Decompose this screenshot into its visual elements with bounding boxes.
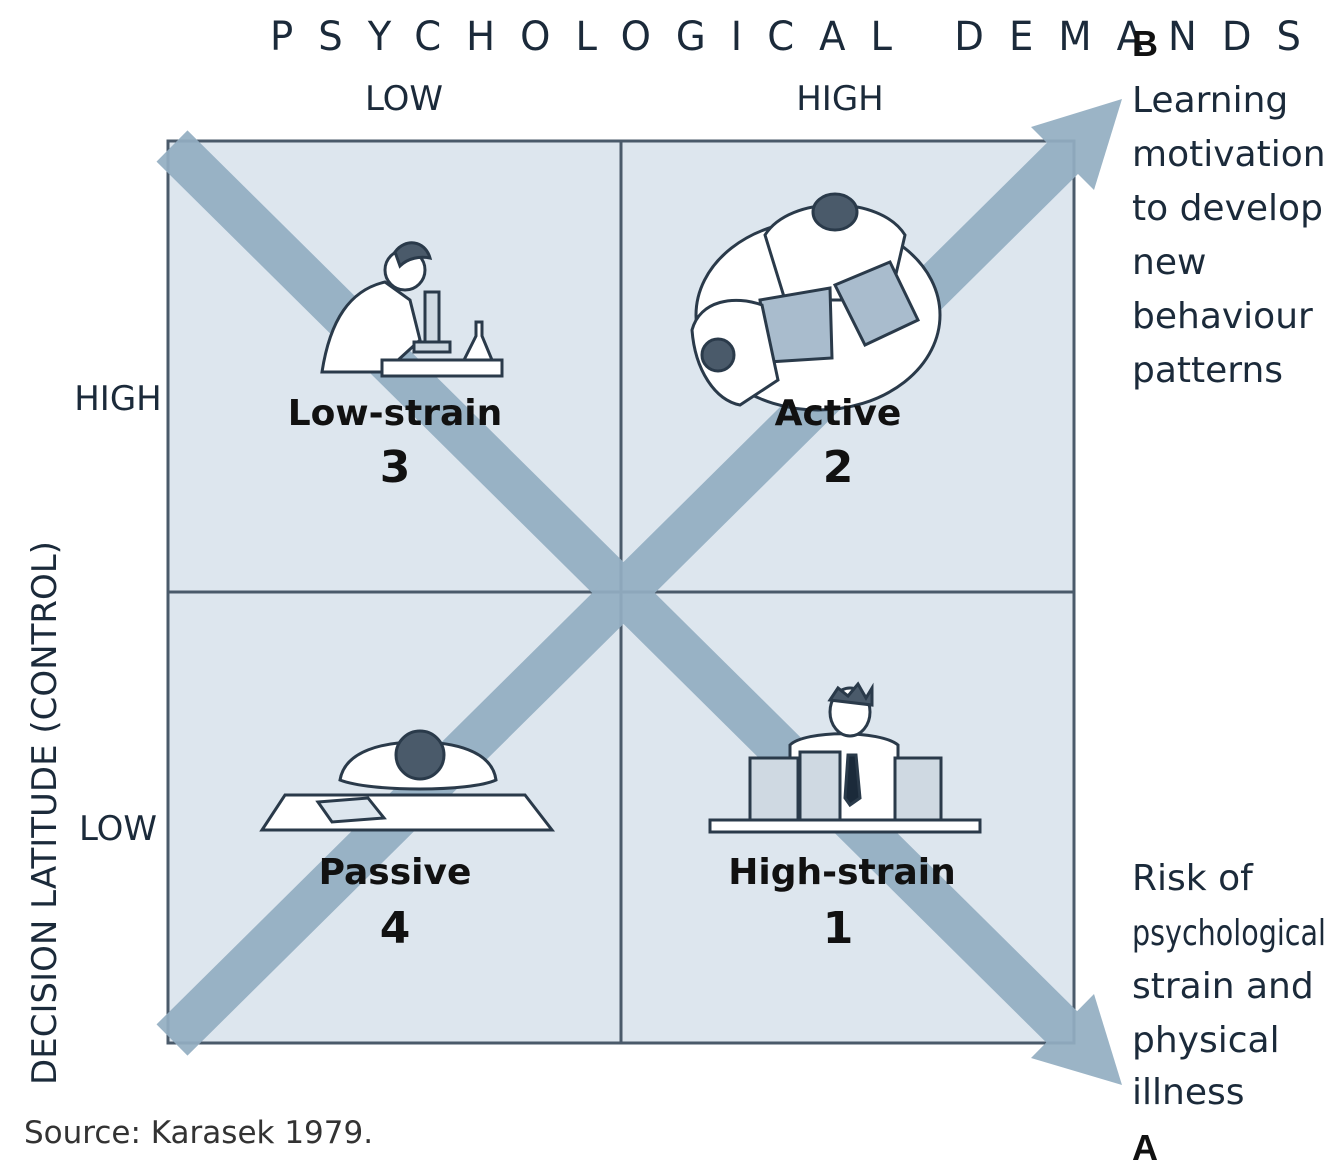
arrow-a-line-5: illness (1132, 1072, 1244, 1113)
x-tick-low: LOW (365, 79, 443, 119)
x-axis-title: PSYCHOLOGICAL DEMANDS (270, 14, 1326, 60)
quadrant-active-number: 2 (823, 442, 854, 493)
arrow-b-line-2: motivation (1132, 134, 1326, 175)
arrow-a-head (1031, 994, 1122, 1085)
arrow-b-line-5: behaviour (1132, 296, 1313, 337)
high-strain-illustration (708, 681, 982, 834)
quadrant-passive-number: 4 (380, 903, 411, 954)
arrow-b-head (1031, 99, 1122, 190)
arrow-a-line-4: physical (1132, 1020, 1280, 1061)
quadrant-high-strain-label: High-strain (728, 852, 955, 893)
low-strain-illustration (320, 241, 504, 378)
active-illustration (690, 192, 942, 412)
arrow-a-line-3: strain and (1132, 966, 1314, 1007)
arrow-a-description: Risk of psychological strain and physica… (1132, 858, 1326, 1113)
quadrant-high-strain-number: 1 (823, 903, 854, 954)
y-tick-high: HIGH (74, 379, 162, 419)
x-tick-high: HIGH (796, 79, 884, 119)
arrow-b-line-1: Learning (1132, 80, 1288, 121)
quadrant-active-label: Active (775, 393, 902, 434)
arrow-b-line-4: new (1132, 242, 1206, 283)
arrow-a-letter: A (1132, 1127, 1158, 1167)
arrow-a-line-2: psychological (1132, 913, 1326, 954)
source-citation: Source: Karasek 1979. (24, 1115, 373, 1151)
arrow-b-letter: B (1132, 23, 1158, 64)
quadrant-passive-label: Passive (319, 852, 472, 893)
arrow-b-line-3: to develop (1132, 188, 1323, 229)
arrow-b-line-6: patterns (1132, 350, 1283, 391)
arrow-a-line-1: Risk of (1132, 858, 1254, 899)
y-tick-low: LOW (79, 809, 157, 849)
quadrant-low-strain-number: 3 (380, 442, 411, 493)
quadrant-low-strain-label: Low-strain (288, 393, 503, 434)
passive-illustration (259, 729, 556, 832)
y-axis-title: DECISION LATITUDE (CONTROL) (25, 541, 65, 1085)
arrow-b-description: Learning motivation to develop new behav… (1132, 80, 1326, 391)
